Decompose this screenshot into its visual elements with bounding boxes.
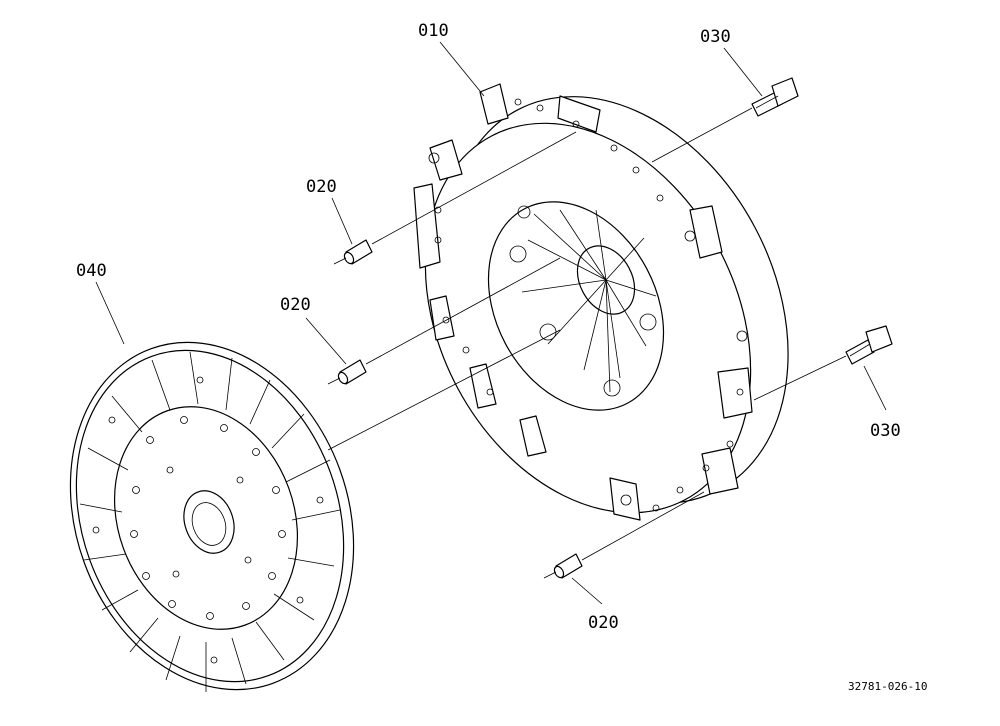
callout-040: 040 xyxy=(76,261,107,281)
callout-030-lower: 030 xyxy=(870,421,901,441)
callout-020-middle: 020 xyxy=(280,295,311,315)
callout-leaders xyxy=(95,41,887,605)
pressure-plate-assembly xyxy=(413,83,789,521)
callout-020-lower: 020 xyxy=(588,613,619,633)
dowel-pin-upper xyxy=(333,239,373,265)
callout-030-upper: 030 xyxy=(700,27,731,47)
callout-010: 010 xyxy=(418,21,449,41)
bolt-lower xyxy=(845,325,893,365)
callout-020-upper: 020 xyxy=(306,177,337,197)
dowel-pin-lower xyxy=(543,553,583,579)
bolt-upper xyxy=(751,77,799,117)
assembly-axis-lines xyxy=(327,107,847,561)
clutch-disc xyxy=(69,341,355,692)
drawing-reference-number: 32781-026-10 xyxy=(848,680,927,693)
dowel-pin-middle xyxy=(327,359,367,385)
